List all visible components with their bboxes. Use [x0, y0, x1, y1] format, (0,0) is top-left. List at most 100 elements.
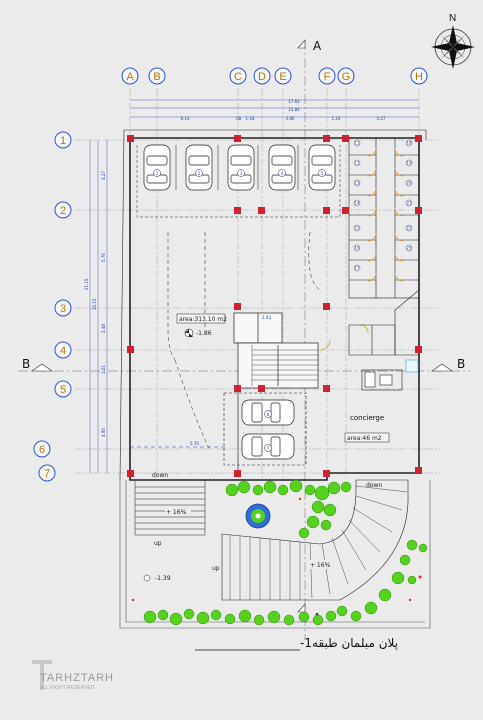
row-grid-labels: 1 2 3 4 5 6 7: [39, 135, 66, 480]
down-left-label: down: [152, 472, 168, 479]
ramp-dimension: 5.70: [190, 441, 199, 446]
left-dimensions: [89, 140, 108, 473]
concierge-room: concierge area:46 m2: [344, 414, 390, 443]
grid-label-7: 7: [44, 468, 50, 480]
dim-seg-5: 4.27: [377, 116, 386, 121]
grid-label-a: A: [126, 71, 134, 83]
storage-number: 22: [406, 226, 412, 231]
storage-number: 18: [406, 141, 412, 146]
dim-seg-3: 3.86: [286, 116, 295, 121]
parking-number-5: 5: [321, 171, 324, 176]
slope-right-label: + 16%: [310, 562, 331, 569]
fountain-icon: [245, 503, 271, 529]
grid-label-3: 3: [60, 303, 66, 315]
storage-number: 11: [354, 141, 360, 146]
storage-number: 19: [406, 161, 412, 166]
section-a-top: A: [297, 39, 322, 640]
parking-area-top: [136, 145, 341, 218]
dim-left-total2: 20.15: [92, 298, 97, 310]
storage-number: 14: [354, 201, 360, 206]
compass-icon: N: [431, 13, 475, 69]
dim-left-total: 21.15: [84, 278, 89, 290]
watermark-logo: TARHZTARH ALL RIGHT RESERVED: [32, 660, 114, 691]
storage-number-markers: [353, 139, 413, 272]
parking-number-4: 4: [281, 171, 284, 176]
car-5: [308, 144, 336, 191]
column-grid-bubbles: [121, 67, 428, 85]
parking-numbers: 1 2 3 4 5: [156, 171, 324, 176]
level-bottom-label: -1.39: [155, 575, 171, 582]
dim-left-seg-1: 4.27: [101, 171, 106, 180]
concierge-label: concierge: [350, 414, 384, 422]
parking-number-markers: [153, 169, 326, 177]
grid-label-2: 2: [60, 205, 66, 217]
car-4: [268, 144, 296, 191]
level-main-label: -1.86: [196, 330, 212, 337]
dim-seg-1: 6.14: [181, 116, 190, 121]
column-grid-labels: A B C D E F G H: [126, 71, 423, 83]
curved-ramp: [221, 479, 409, 601]
area-main-label: area:313.10 m2: [179, 316, 227, 323]
up-right-label: up: [212, 565, 220, 572]
grid-label-5: 5: [60, 384, 66, 396]
grid-label-1: 1: [60, 135, 66, 147]
parking-number-6: 6: [267, 412, 270, 417]
dim-overall-top2: 15.84: [288, 107, 300, 112]
row-grid-bubbles: [33, 131, 72, 482]
stair-core: [233, 312, 319, 389]
driving-path: [130, 231, 321, 451]
service-rooms: [348, 289, 420, 391]
red-flowers: [131, 497, 422, 602]
lower-parking-numbers: 6 7: [267, 412, 270, 451]
parking-number-3: 3: [240, 171, 243, 176]
dim-left-seg-3: 2.48: [101, 324, 106, 333]
storage-number: 21: [406, 201, 412, 206]
dim-left-seg-2: 5.76: [101, 253, 106, 262]
grid-label-4: 4: [60, 345, 66, 357]
car-2: [185, 144, 213, 191]
storage-number: 16: [354, 246, 360, 251]
top-dimension-texts: 17.64 15.84 6.14 1.18 3.86 1.24 4.27 .58: [181, 99, 386, 121]
dim-small: .58: [235, 116, 242, 121]
slope-left-label: + 16%: [166, 509, 187, 516]
dim-left-seg-5: 4.95: [101, 428, 106, 437]
area-main-group: area:313.10 m2 -1.86: [176, 313, 227, 338]
grid-label-f: F: [324, 71, 331, 83]
storage-number: 20: [406, 181, 412, 186]
stair-dimension: 2.43: [262, 315, 271, 320]
level-bottom-icon: [143, 574, 151, 582]
grid-label-h: H: [415, 71, 423, 83]
car-1: [143, 144, 171, 191]
dim-left-seg-4: 1.51: [101, 365, 106, 374]
grid-label-c: C: [234, 71, 242, 83]
storage-number: 13: [354, 181, 360, 186]
compass-north-label: N: [449, 13, 456, 24]
storage-numbers: 11 12 13 14 15 16 17 18 19 20 21 22 23: [354, 141, 412, 271]
grid-label-g: G: [342, 71, 351, 83]
dim-seg-4: 1.24: [332, 116, 341, 121]
concierge-area-label: area:46 m2: [347, 435, 382, 442]
down-right-label: down: [366, 482, 382, 489]
dim-seg-2: 1.18: [246, 116, 255, 121]
section-b-right-label: B: [457, 357, 465, 371]
storage-number: 12: [354, 161, 360, 166]
grid-label-e: E: [279, 71, 286, 83]
dim-overall-top: 17.64: [288, 99, 300, 104]
left-dimension-texts: 21.15 20.15 4.27 5.76 2.48 1.51 4.95: [84, 171, 106, 437]
site-boundary: [119, 480, 431, 629]
columns: [127, 135, 422, 477]
lower-parking: [223, 389, 307, 473]
grid-label-b: B: [153, 71, 160, 83]
plan-title: پلان مبلمان طبقه1-: [300, 636, 398, 650]
parking-number-7: 7: [267, 446, 270, 451]
logo-name: TARHZTARH: [40, 672, 114, 684]
logo-tagline: ALL RIGHT RESERVED: [40, 685, 95, 691]
top-dimensions: [130, 99, 419, 118]
storage-number: 23: [406, 246, 412, 251]
left-ramp: [134, 479, 206, 536]
lower-parking-markers: [264, 410, 272, 452]
grid-label-6: 6: [39, 444, 45, 456]
car-3: [227, 144, 255, 191]
parking-number-1: 1: [156, 171, 159, 176]
